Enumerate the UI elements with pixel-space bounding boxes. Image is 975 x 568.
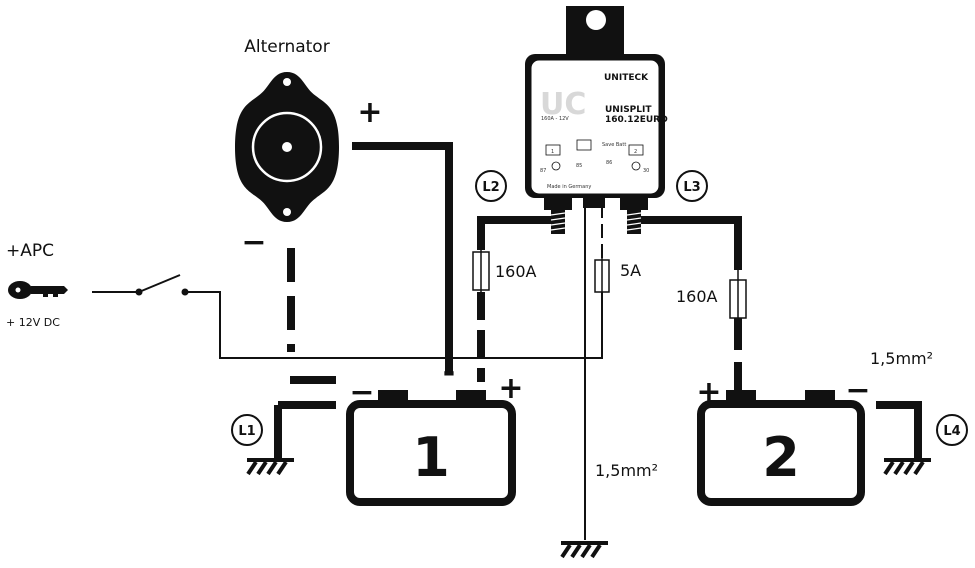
cable-l2 — [477, 216, 552, 250]
battery-2-body — [697, 400, 865, 506]
tag-l2: L2 — [475, 170, 507, 202]
device-stud-right — [620, 196, 648, 234]
device-save-batt: Save Batt — [602, 142, 626, 148]
device-brand: UNITECK — [604, 73, 649, 83]
alternator-plus-sign: + — [357, 95, 382, 130]
fuse-l3: 160A — [676, 270, 747, 320]
cable-l3 — [640, 216, 742, 270]
alternator-center — [282, 142, 292, 152]
isolator-device: UC 160A - 12V UNITECK UNISPLIT 160.12EUR… — [525, 6, 668, 234]
cable-l1-ground — [274, 376, 336, 458]
fuse-l2: 160A — [472, 250, 537, 292]
alternator-label: Alternator — [244, 37, 329, 57]
battery-1-minus-sign: − — [349, 375, 374, 410]
device-rating: 160A - 12V — [541, 116, 569, 122]
fuse-l2-label: 160A — [495, 262, 537, 281]
ground-center — [560, 541, 608, 559]
device-made-in: Made in Germany — [547, 184, 591, 190]
ground-icon — [246, 458, 294, 476]
svg-text:L1: L1 — [238, 424, 255, 439]
device-term1-label: 1 — [551, 149, 554, 155]
battery-2-number: 2 — [762, 426, 800, 489]
fuse-5a-label: 5A — [620, 261, 641, 280]
device-terminal-icons — [545, 139, 644, 156]
control-wires — [92, 205, 603, 540]
cable-l4 — [876, 401, 922, 458]
alternator-ring — [251, 111, 323, 183]
svg-text:L2: L2 — [482, 180, 499, 195]
device-model-line1: UNISPLIT — [605, 105, 652, 115]
device-pin87: 87 — [540, 168, 546, 174]
device-pin30: 30 — [643, 168, 649, 174]
device-center-pin — [583, 196, 605, 208]
device-term2-label: 2 — [634, 149, 637, 155]
ground-l4 — [883, 458, 931, 476]
tag-l4: L4 — [936, 414, 968, 446]
fuse-l3-label: 160A — [676, 287, 718, 306]
svg-text:L4: L4 — [943, 424, 960, 439]
svg-text:L3: L3 — [683, 180, 700, 195]
wire-switch-out — [185, 288, 603, 359]
apc-label: +APC — [6, 241, 54, 261]
alternator-mount-hole-bottom — [283, 208, 291, 216]
device-logo: UC — [540, 87, 586, 122]
switch-icon — [135, 274, 189, 296]
tag-l3: L3 — [676, 170, 708, 202]
fuse-5a: 5A — [594, 258, 641, 294]
device-pin86: 86 — [606, 160, 612, 166]
apc: +APC + 12V DC — [6, 241, 68, 329]
device-pin30-dot — [631, 161, 641, 171]
device-stud-left — [544, 196, 572, 234]
device-pin85: 85 — [576, 163, 582, 169]
device-model-line2: 160.12EURO — [605, 115, 668, 125]
alternator: Alternator + − — [235, 37, 383, 260]
battery-1-plus-sign: + — [498, 371, 523, 406]
battery-1: 1 − + - — [346, 355, 524, 506]
device-mount-tab — [566, 6, 624, 56]
ground-l1 — [246, 458, 294, 476]
alternator-mount-hole-top — [283, 78, 291, 86]
tag-l1: L1 — [231, 414, 263, 446]
device-mount-hole — [586, 10, 606, 30]
battery-1-number: 1 — [412, 426, 450, 489]
cable-alternator-plus — [352, 142, 453, 372]
device-pin87-dot — [551, 161, 561, 171]
battery-2-plus-sign: + — [696, 375, 721, 410]
ground-icon — [560, 541, 608, 559]
battery-2-minus-sign: − — [845, 373, 870, 408]
device-face — [530, 59, 660, 195]
power-cables — [274, 142, 922, 458]
battery-1-dash-sign: - — [443, 355, 455, 390]
battery-2: 2 + − — [696, 373, 871, 506]
alternator-minus-sign: − — [241, 225, 266, 260]
apc-voltage-label: + 12V DC — [6, 316, 60, 329]
key-icon — [8, 281, 68, 299]
ground-icon — [883, 458, 931, 476]
wire-right-label: 1,5mm² — [870, 349, 933, 368]
wire-center-label: 1,5mm² — [595, 461, 658, 480]
battery-1-body — [346, 400, 516, 506]
